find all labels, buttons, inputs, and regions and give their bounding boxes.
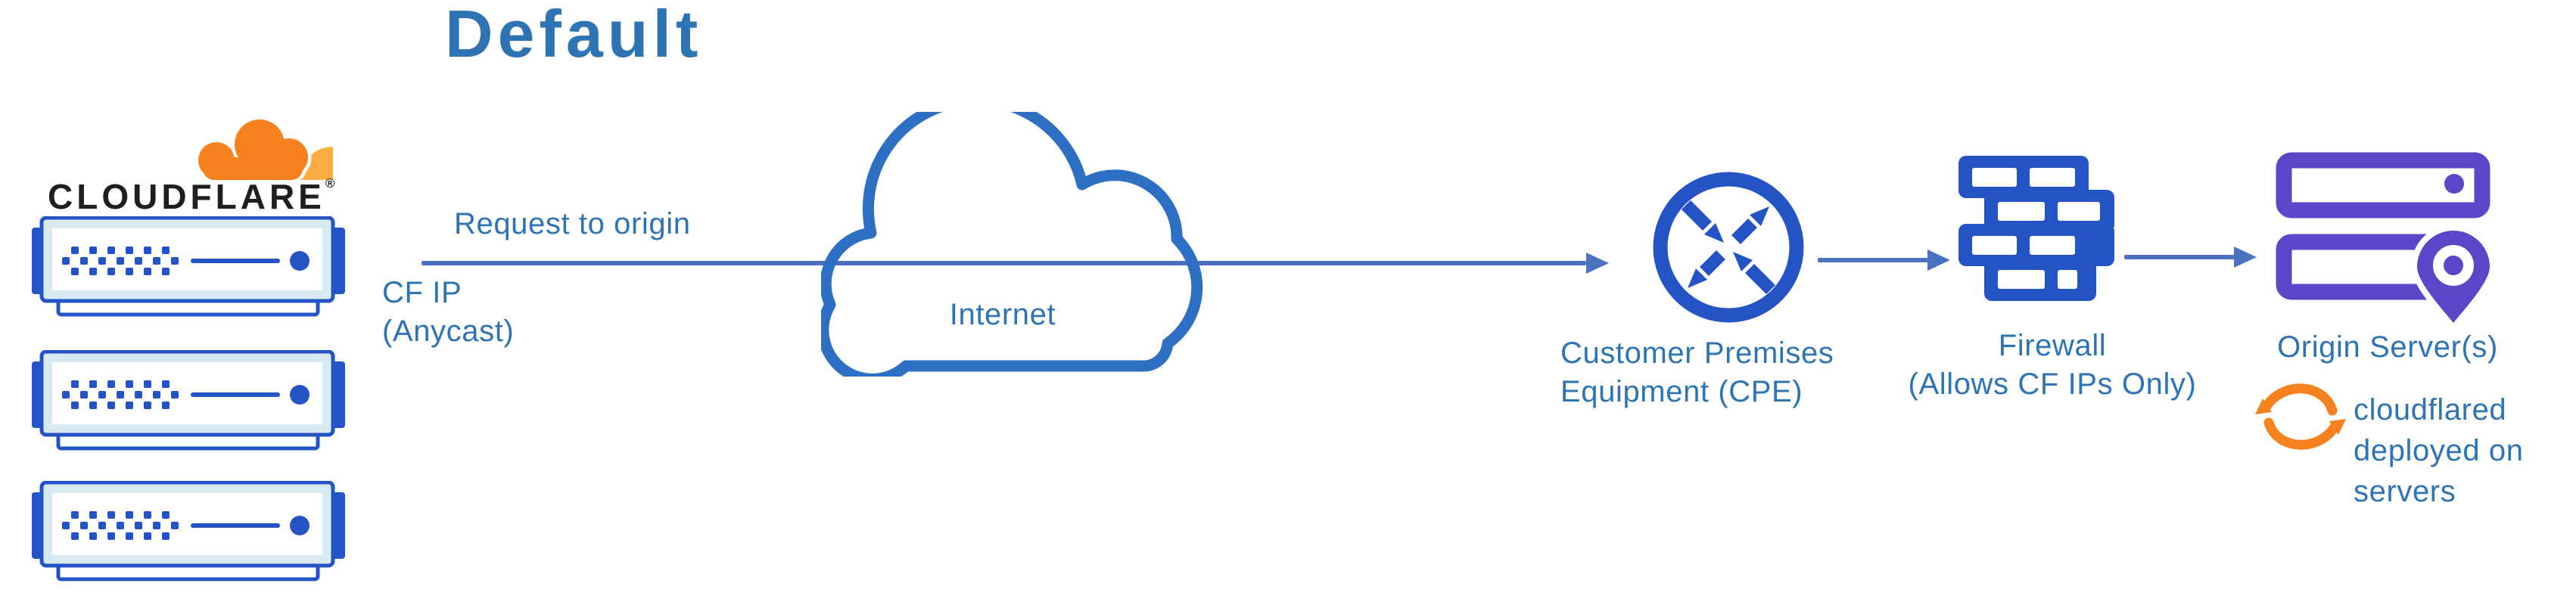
edge-server-icon [32, 350, 345, 451]
cloudflare-cloud-icon [194, 116, 333, 184]
cpe-label: Customer Premises Equipment (CPE) [1560, 334, 1834, 411]
cloudflare-wordmark-text: CLOUDFLARE [48, 177, 325, 216]
cloudflared-note: cloudflared deployed on servers [2354, 389, 2524, 512]
sync-arrows-icon [2255, 383, 2346, 450]
vent-dots [62, 247, 179, 275]
cf-ip-label-line1: CF IP [382, 276, 462, 309]
firewall-label-line2: (Allows CF IPs Only) [1908, 367, 2197, 401]
request-arrow-label: Request to origin [454, 207, 691, 240]
internet-cloud-icon [821, 112, 1203, 377]
cloudflared-note-line1: cloudflared [2354, 393, 2507, 426]
cpe-label-line2: Equipment (CPE) [1560, 375, 1803, 408]
cloudflare-wordmark: CLOUDFLARE® [48, 177, 334, 214]
firewall-label: Firewall (Allows CF IPs Only) [1871, 327, 2234, 404]
cloudflared-note-line3: servers [2354, 475, 2456, 508]
firewall-label-line1: Firewall [1998, 329, 2107, 362]
cpe-label-line1: Customer Premises [1560, 336, 1834, 370]
location-pin-icon [2410, 225, 2497, 328]
arrowhead-icon [1586, 253, 1609, 274]
arrow-right-icon [2124, 255, 2235, 259]
page-title: Default [445, 0, 703, 71]
firewall-brick-icon [1958, 156, 2114, 301]
origin-servers-icon [2276, 152, 2497, 328]
arrowhead-icon [1927, 250, 1950, 271]
registered-mark: ® [325, 176, 335, 191]
edge-server-icon [32, 216, 345, 317]
router-cpe-icon [1653, 172, 1804, 323]
cf-ip-label-line2: (Anycast) [382, 315, 515, 348]
arrow-right-icon [422, 261, 1586, 265]
internet-label: Internet [949, 298, 1056, 331]
edge-server-icon [32, 481, 345, 581]
arrow-right-icon [1818, 258, 1928, 262]
origin-label: Origin Server(s) [2277, 330, 2498, 364]
cloudflared-note-line2: deployed on [2354, 434, 2524, 467]
arrowhead-icon [2234, 247, 2257, 268]
cf-ip-label: CF IP (Anycast) [382, 274, 514, 351]
